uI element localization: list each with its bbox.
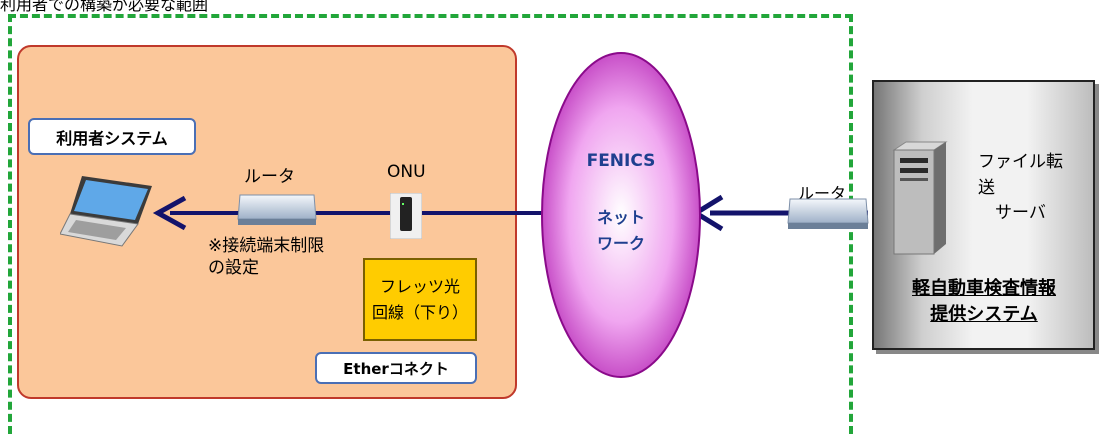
network-title: FENICS: [586, 151, 656, 171]
server-label: ファイル転 送 サーバ: [978, 152, 1063, 223]
router-right-icon: [787, 198, 869, 229]
fenics-network-ellipse: [541, 52, 701, 378]
scope-title: 利用者での構築が必要な範囲: [0, 0, 209, 14]
laptop-icon: [60, 176, 152, 247]
user-system-label: 利用者システム: [28, 118, 196, 155]
router-left-label: ルータ: [244, 167, 295, 187]
arrowhead-left: [152, 195, 187, 231]
onu-label: ONU: [387, 162, 426, 182]
router-right-label: ルータ: [798, 184, 847, 203]
network-subtitle: ネット ワーク: [596, 208, 645, 253]
flets-line-box: フレッツ光 回線（下り）: [363, 258, 477, 341]
onu-icon: [390, 193, 422, 239]
provider-system-label: 軽自動車検査情報 提供システム: [912, 278, 1056, 326]
router-left-note: ※接続端末制限 の設定: [208, 236, 325, 279]
ether-connect-label: Etherコネクト: [315, 352, 477, 384]
server-icon: [892, 141, 948, 255]
router-left-icon: [237, 194, 317, 225]
